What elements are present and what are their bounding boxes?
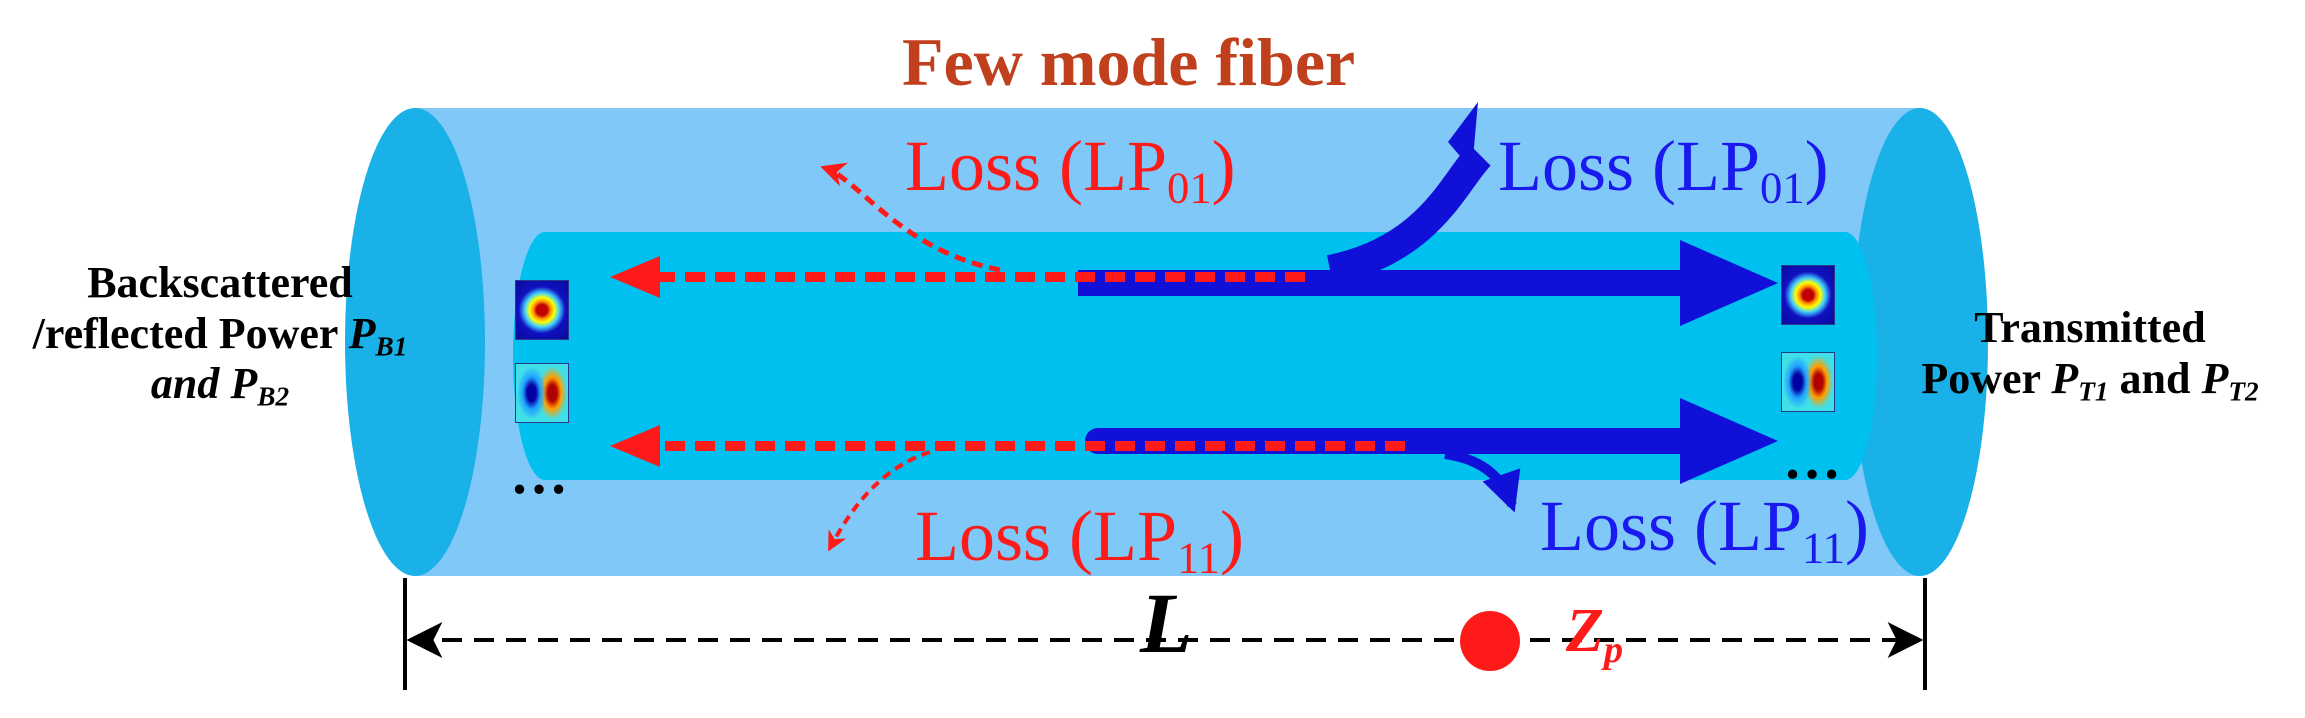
cladding-right-end [1852,108,1988,576]
transmitted-line1: Transmitted [1974,303,2206,352]
loss-label-forward-lp01: Loss (LP01) [1498,126,1829,213]
backscattered-line2: /reflected Power PB1 [32,308,408,362]
position-label: Zp [1566,597,1624,671]
position-marker-icon [1460,611,1520,671]
backscattered-line1: Backscattered [87,258,353,307]
backscattered-power-label: Backscattered /reflected Power PB1 and P… [20,258,420,410]
backward-lp01-arrow [610,256,1305,298]
backward-lp11-arrow [610,425,1405,467]
lp01-mode-icon [515,280,569,340]
ellipsis-left: … [510,441,568,506]
loss-label-forward-lp11: Loss (LP11) [1540,486,1869,573]
cladding-left-end [345,108,485,576]
transmitted-power-label: Transmitted Power PT1 and PT2 [1890,303,2290,407]
lp11-mode-icon [1781,352,1835,412]
backward-lp01-loss-arrow [820,162,1001,273]
forward-lp01-arrow [1078,240,1778,326]
diagram-title: Few mode fiber [902,24,1356,100]
backward-lp11-loss-arrow [828,450,931,552]
lp01-mode-icon [1781,265,1835,325]
length-dimension [403,578,1927,690]
forward-lp01-loss-arrow [1326,102,1492,285]
loss-label-backward-lp01: Loss (LP01) [905,126,1236,213]
transmitted-line2: Power PT1 and PT2 [1921,353,2259,407]
loss-label-backward-lp11: Loss (LP11) [915,496,1244,583]
backscattered-line3: and PB2 [150,359,290,412]
ellipsis-right: … [1783,426,1841,491]
length-label: L [1140,575,1193,671]
forward-lp11-loss-arrow [1444,449,1521,513]
lp11-mode-icon [515,363,569,423]
